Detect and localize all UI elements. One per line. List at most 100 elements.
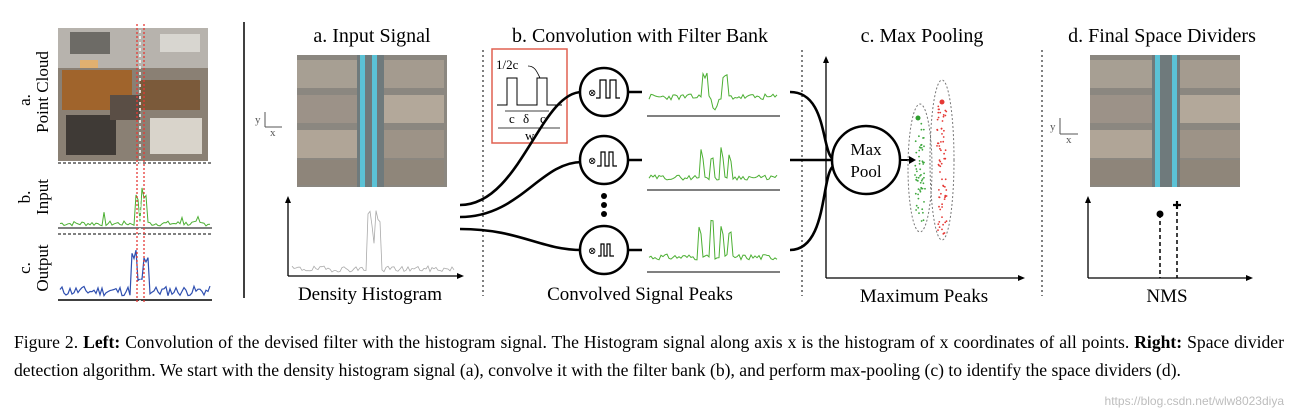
axes-legend-a: y x <box>255 112 282 139</box>
caption-left-head: Left: <box>83 332 121 352</box>
cluster-point <box>942 114 945 116</box>
cluster-point <box>938 145 941 147</box>
filter-amp: 1/2c <box>496 57 519 72</box>
cluster-point <box>923 145 925 148</box>
point-cloud-image <box>58 28 208 161</box>
cluster-point <box>939 147 941 150</box>
cluster-point <box>941 133 943 135</box>
conv-plot-3 <box>647 219 780 273</box>
cluster-point <box>923 176 925 179</box>
panel-d-bottom: NMS <box>1146 286 1187 307</box>
cluster-point <box>941 178 943 181</box>
cluster-point <box>943 157 946 160</box>
panel-d-image <box>1090 55 1240 187</box>
max-pool-node: Max Pool <box>830 124 916 196</box>
conv-symbol-2: ⊗ <box>588 156 596 167</box>
row-b-label: Input <box>33 179 52 215</box>
filter-c-right: c <box>540 111 546 126</box>
cluster-point <box>918 135 920 138</box>
cluster-point <box>917 176 920 179</box>
cluster-point <box>923 161 925 164</box>
panel-c-title: c. Max Pooling <box>861 25 984 47</box>
cluster-point <box>944 109 947 112</box>
convolved-plots <box>647 71 780 273</box>
cluster-point <box>921 208 924 211</box>
signal-arrows <box>459 90 583 252</box>
cluster-point <box>919 146 922 149</box>
cluster-point <box>922 211 924 214</box>
cluster-point <box>939 171 941 173</box>
cluster-point <box>937 142 940 145</box>
row-c-label: Output <box>33 244 52 292</box>
cluster-point <box>941 120 944 122</box>
row-c-letter: c. <box>15 262 34 274</box>
output-signal <box>58 250 212 301</box>
cluster-point <box>921 187 924 190</box>
row-b-letter: b. <box>15 191 34 204</box>
cluster-point <box>940 149 942 152</box>
filter-bank: ⊗ ⊗ ⊗ <box>578 66 642 276</box>
cluster-point <box>940 192 942 195</box>
pool-arrows <box>789 90 837 252</box>
axes-legend-d: y x <box>1050 118 1078 146</box>
cluster-point <box>914 174 916 176</box>
cluster-point <box>921 178 924 181</box>
cluster-point <box>922 219 925 222</box>
cluster-point <box>941 206 943 208</box>
caption-left-text: Convolution of the devised filter with t… <box>125 332 1130 352</box>
cluster-point <box>942 115 945 118</box>
cluster-point <box>919 181 922 184</box>
cluster-point <box>936 145 938 147</box>
peak-clusters <box>907 79 955 241</box>
divider-guides <box>136 24 145 302</box>
cluster-point <box>936 128 939 131</box>
cluster-point <box>943 129 945 132</box>
cluster-point <box>940 162 943 165</box>
cluster-point <box>923 172 925 175</box>
cluster-point <box>920 179 923 182</box>
axis-x-label-a: x <box>270 127 276 139</box>
ellipsis-dot-3 <box>601 211 607 217</box>
filter-w: w <box>525 128 535 143</box>
density-histogram <box>285 196 464 279</box>
cluster-point <box>938 226 941 229</box>
cluster-point <box>915 178 917 181</box>
cluster-point <box>943 198 946 201</box>
cluster-point <box>942 223 944 226</box>
cluster-point <box>942 136 945 138</box>
cluster-point <box>944 178 947 181</box>
cluster-point <box>920 122 923 125</box>
ellipsis-dot-1 <box>601 193 607 199</box>
cluster-point <box>945 189 948 191</box>
cluster-point <box>917 197 920 200</box>
cluster-point <box>915 151 918 154</box>
filter-circle-1: ⊗ <box>578 66 630 118</box>
axis-y-label-a: y <box>255 114 261 126</box>
cluster-point <box>915 176 918 179</box>
cluster-point <box>919 175 921 177</box>
cluster-point <box>937 116 940 119</box>
caption-right-text: Space divider detection algorithm. We st… <box>14 332 1284 380</box>
cluster-point <box>921 148 924 151</box>
cluster-point <box>944 149 947 152</box>
cluster-point <box>937 111 940 114</box>
cluster-point <box>917 206 920 209</box>
panel-a-title: a. Input Signal <box>313 25 431 47</box>
cluster-point <box>918 149 921 152</box>
cluster-point <box>939 160 942 163</box>
cluster-point <box>937 223 940 226</box>
cluster-point <box>918 155 920 158</box>
max-pool-line1: Max <box>850 140 882 159</box>
cluster-point <box>944 221 947 224</box>
cluster-point <box>920 144 922 147</box>
input-signal <box>58 187 212 229</box>
cluster-point <box>941 216 943 219</box>
nms-plot <box>1085 196 1253 281</box>
cluster-point <box>918 160 921 162</box>
cluster-point <box>922 163 925 165</box>
cluster-point <box>919 189 921 192</box>
cluster-point <box>920 128 923 131</box>
cluster-point <box>940 127 943 130</box>
panel-d-title: d. Final Space Dividers <box>1068 25 1256 47</box>
watermark: https://blog.csdn.net/wlw8023diya <box>1104 394 1284 408</box>
